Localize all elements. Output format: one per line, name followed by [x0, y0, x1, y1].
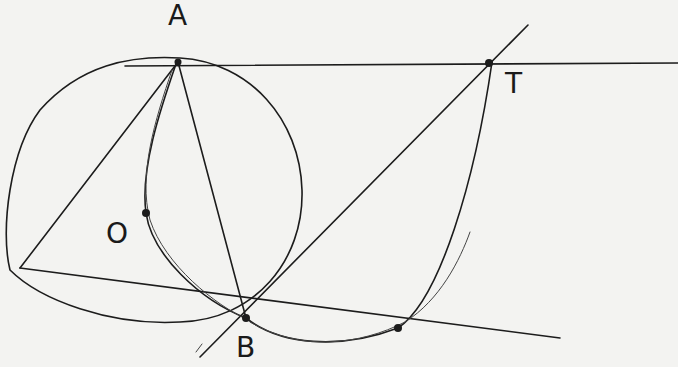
point-label: O [106, 220, 128, 248]
tick [196, 344, 202, 352]
circle [6, 58, 302, 323]
point [242, 314, 250, 322]
curve [250, 232, 470, 342]
point [394, 324, 402, 332]
segment [200, 25, 528, 357]
segment [178, 62, 246, 318]
point [175, 59, 182, 66]
curve [246, 62, 492, 342]
point [142, 209, 150, 217]
point [485, 59, 493, 67]
point-label: T [505, 70, 522, 98]
arc [146, 70, 248, 320]
arc [145, 64, 246, 318]
point-label: B [236, 334, 255, 362]
tangent-line [125, 63, 678, 66]
base-line [20, 268, 560, 338]
point-label: A [168, 2, 187, 30]
